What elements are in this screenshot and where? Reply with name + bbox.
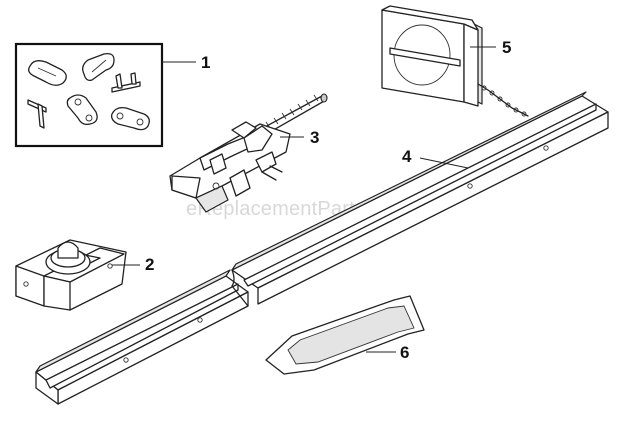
clevis-pin-1 [27,99,47,129]
part-3-trolley [169,93,328,213]
part-1-link-kit [14,42,196,148]
callout-4: 4 [402,147,412,166]
chain-strand [477,83,529,117]
master-link-2 [82,52,115,82]
callout-6: 6 [400,343,409,362]
link-plate-1 [66,94,98,126]
link-plate-2 [110,106,150,131]
part-5-chain-box [381,5,529,117]
clevis-pin-2 [111,72,141,93]
callout-3: 3 [310,128,319,147]
callout-1: 1 [201,53,210,72]
part-4-rail [35,91,609,405]
callout-5: 5 [502,38,511,57]
callout-2: 2 [145,255,154,274]
part-2-pulley-bracket [15,239,140,311]
master-link-1 [28,60,67,86]
part-6-grease-packet [265,295,425,375]
